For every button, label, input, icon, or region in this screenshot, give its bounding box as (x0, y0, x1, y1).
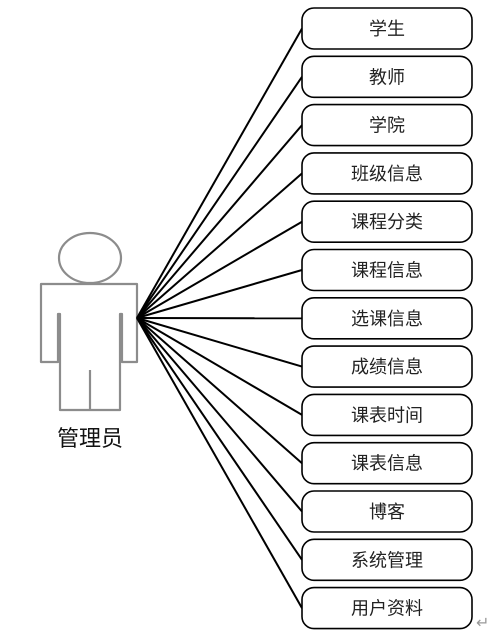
module-label: 学生 (369, 19, 405, 40)
module-box: 选课信息 (301, 296, 473, 340)
module-label: 用户资料 (351, 599, 423, 620)
module-box-outline (301, 441, 473, 485)
module-box-outline (301, 490, 473, 533)
connector-line (136, 317, 303, 609)
module-box-outline (301, 152, 473, 195)
module-label: 课程信息 (351, 261, 423, 282)
module-box: 用户资料 (301, 586, 473, 630)
connector-line (136, 317, 303, 464)
module-box-outline (301, 200, 473, 243)
actor-head (57, 231, 123, 285)
module-box-outline (301, 103, 473, 147)
connector-line (136, 317, 303, 368)
module-box-outline (301, 586, 473, 630)
module-box-outline (301, 296, 473, 340)
module-box-outline (301, 55, 473, 99)
connector-line (136, 317, 303, 561)
module-box: 课程分类 (301, 200, 473, 243)
module-box: 博客 (301, 490, 473, 533)
module-label: 课表时间 (351, 405, 423, 426)
actor-label: 管理员 (57, 427, 123, 452)
module-label: 博客 (369, 502, 405, 523)
connector-line (136, 317, 303, 513)
module-box: 成绩信息 (301, 345, 473, 388)
module-box: 系统管理 (301, 538, 473, 582)
actor-figure-icon (39, 231, 139, 412)
module-box: 课程信息 (301, 248, 473, 292)
module-label: 教师 (369, 67, 405, 88)
actor-body (39, 282, 139, 412)
paragraph-return-mark: ↵ (476, 613, 489, 632)
module-box: 课表信息 (301, 441, 473, 485)
module-box: 学生 (301, 7, 473, 50)
module-box-outline (301, 248, 473, 292)
module-box: 教师 (301, 55, 473, 99)
module-label: 学院 (369, 116, 405, 137)
module-label: 课程分类 (351, 212, 423, 233)
module-label: 成绩信息 (351, 357, 423, 378)
connector-lines (136, 28, 303, 609)
module-label: 课表信息 (351, 454, 423, 475)
module-box-outline (301, 7, 473, 50)
module-box: 课表时间 (301, 393, 473, 437)
module-label: 班级信息 (351, 164, 423, 185)
connector-line (136, 220, 303, 319)
connector-line (136, 28, 303, 319)
module-box-outline (301, 538, 473, 582)
connector-line (136, 317, 303, 416)
module-box-outline (301, 393, 473, 437)
module-box: 班级信息 (301, 152, 473, 195)
connector-line (136, 269, 303, 319)
module-label: 系统管理 (351, 550, 423, 571)
connector-line (136, 172, 303, 319)
module-box-outline (301, 345, 473, 388)
module-label: 选课信息 (351, 309, 423, 330)
module-list: 学生教师学院班级信息课程分类课程信息选课信息成绩信息课表时间课表信息博客系统管理… (301, 7, 473, 630)
module-box: 学院 (301, 103, 473, 147)
connector-line (136, 76, 303, 319)
connector-line (136, 124, 303, 319)
